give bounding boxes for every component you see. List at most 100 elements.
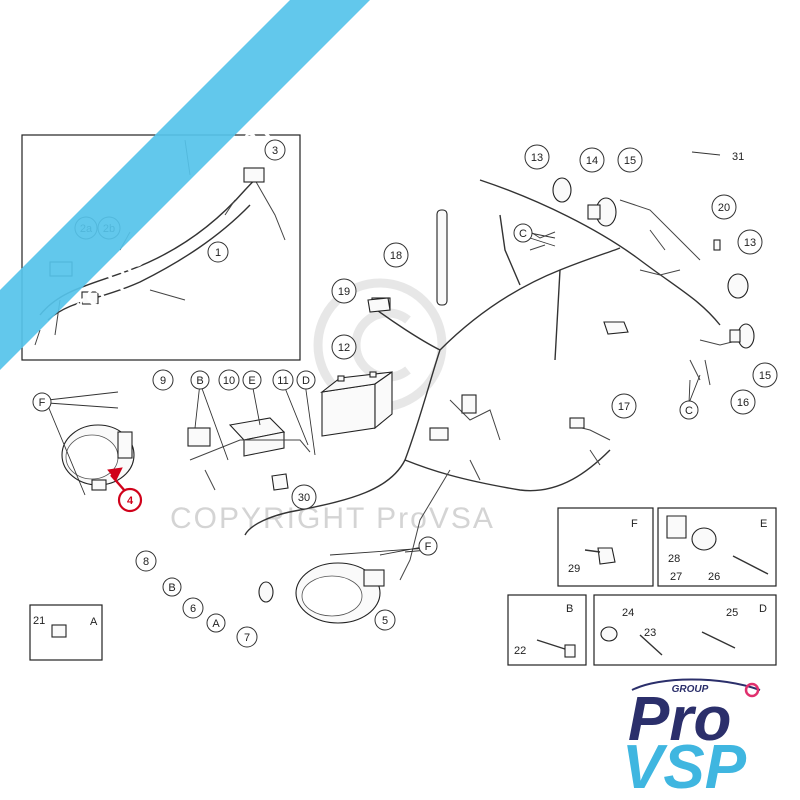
svg-text:4: 4 — [127, 495, 134, 507]
svg-text:13: 13 — [531, 152, 543, 164]
svg-text:28: 28 — [668, 553, 680, 565]
callout-9: 9 — [152, 369, 174, 391]
part-17-clip — [603, 321, 629, 335]
svg-text:12: 12 — [338, 342, 350, 354]
svg-text:15: 15 — [624, 155, 636, 167]
callout-24: 24 — [622, 607, 634, 619]
svg-text:15: 15 — [759, 370, 771, 382]
callout-17: 17 — [611, 393, 637, 419]
svg-text:9: 9 — [160, 375, 166, 387]
callout-13a: 13 — [524, 144, 550, 170]
callout-23: 23 — [644, 627, 656, 639]
logo-pro-text: Pro — [628, 685, 731, 754]
svg-text:3: 3 — [272, 145, 278, 157]
svg-text:21: 21 — [33, 615, 45, 627]
part-14-connector — [587, 197, 617, 227]
part-12-battery — [320, 370, 393, 437]
svg-text:20: 20 — [718, 202, 730, 214]
detail-box-d-letter: D — [759, 603, 767, 615]
part-5-headlamp-right — [295, 562, 385, 624]
svg-text:6: 6 — [190, 603, 196, 615]
callout-19: 19 — [331, 278, 357, 304]
part-18-rod — [436, 209, 448, 306]
part-10-module — [228, 417, 286, 457]
svg-text:23: 23 — [644, 627, 656, 639]
logo-group-text: GROUP — [672, 684, 709, 695]
svg-text:22: 22 — [514, 645, 526, 657]
callout-d: D — [296, 370, 316, 390]
detail-box-f — [557, 507, 654, 587]
svg-text:7: 7 — [244, 632, 250, 644]
detail-box-e-letter: E — [760, 518, 767, 530]
svg-text:30: 30 — [298, 492, 310, 504]
callout-15b: 15 — [752, 362, 778, 388]
part-7-socket — [258, 581, 274, 603]
part-19-switch — [367, 297, 391, 313]
callout-f-left: F — [32, 392, 52, 412]
callout-5: 5 — [374, 609, 396, 631]
callout-6: 6 — [182, 597, 204, 619]
callout-30: 30 — [291, 484, 317, 510]
callout-20: 20 — [711, 194, 737, 220]
copyright-watermark: COPYRIGHT ProVSA — [170, 502, 495, 535]
callout-22: 22 — [514, 645, 526, 657]
part-13-grommet-a — [552, 177, 572, 203]
callout-3: 3 — [264, 139, 286, 161]
callout-7: 7 — [236, 626, 258, 648]
logo-vsp-text: VSP — [622, 733, 747, 800]
detail-box-b-letter: B — [566, 603, 573, 615]
callout-e: E — [242, 370, 262, 390]
callout-f-right: F — [418, 536, 438, 556]
svg-text:B: B — [196, 375, 203, 387]
callout-14: 14 — [579, 147, 605, 173]
callout-b-upper: B — [190, 370, 210, 390]
provsp-logo: GROUP Pro VSP — [622, 678, 761, 800]
callout-11: 11 — [272, 369, 294, 391]
part-20-sensor — [713, 239, 721, 251]
svg-text:16: 16 — [737, 397, 749, 409]
part-4-headlamp-left — [61, 424, 135, 491]
svg-text:D: D — [302, 375, 310, 387]
svg-text:29: 29 — [568, 563, 580, 575]
callout-16: 16 — [730, 389, 756, 415]
callout-12: 12 — [331, 334, 357, 360]
svg-text:27: 27 — [670, 571, 682, 583]
callout-25: 25 — [726, 607, 738, 619]
svg-text:14: 14 — [586, 155, 598, 167]
svg-text:F: F — [39, 397, 46, 409]
svg-text:25: 25 — [726, 607, 738, 619]
svg-text:E: E — [248, 375, 255, 387]
svg-text:10: 10 — [223, 375, 235, 387]
callout-21: 21 — [33, 615, 45, 627]
callout-29: 29 — [568, 563, 580, 575]
svg-text:5: 5 — [382, 615, 388, 627]
svg-text:26: 26 — [708, 571, 720, 583]
part-11-bracket — [189, 439, 311, 491]
part-9-relay — [187, 427, 211, 447]
svg-text:13: 13 — [744, 237, 756, 249]
callout-26: 26 — [708, 571, 720, 583]
part-15-bulb-b — [729, 323, 755, 349]
callout-13b: 13 — [737, 229, 763, 255]
callout-31: 31 — [732, 151, 744, 163]
detail-box-f-letter: F — [631, 518, 638, 530]
svg-text:8: 8 — [143, 556, 149, 568]
callout-8: 8 — [135, 550, 157, 572]
svg-text:31: 31 — [732, 151, 744, 163]
detail-box-a-letter: A — [90, 616, 98, 628]
callout-27: 27 — [670, 571, 682, 583]
svg-text:F: F — [425, 541, 432, 553]
detail-box-d — [593, 594, 777, 666]
callout-c-upper: C — [513, 223, 533, 243]
callout-18: 18 — [383, 242, 409, 268]
svg-text:C: C — [685, 405, 693, 417]
svg-text:24: 24 — [622, 607, 634, 619]
callout-4-highlighted: 4 — [117, 487, 143, 513]
callout-10: 10 — [218, 369, 240, 391]
callout-b-lower: B — [162, 577, 182, 597]
callout-1: 1 — [207, 241, 229, 263]
svg-text:11: 11 — [277, 375, 288, 387]
svg-text:18: 18 — [390, 250, 402, 262]
svg-text:C: C — [519, 228, 527, 240]
